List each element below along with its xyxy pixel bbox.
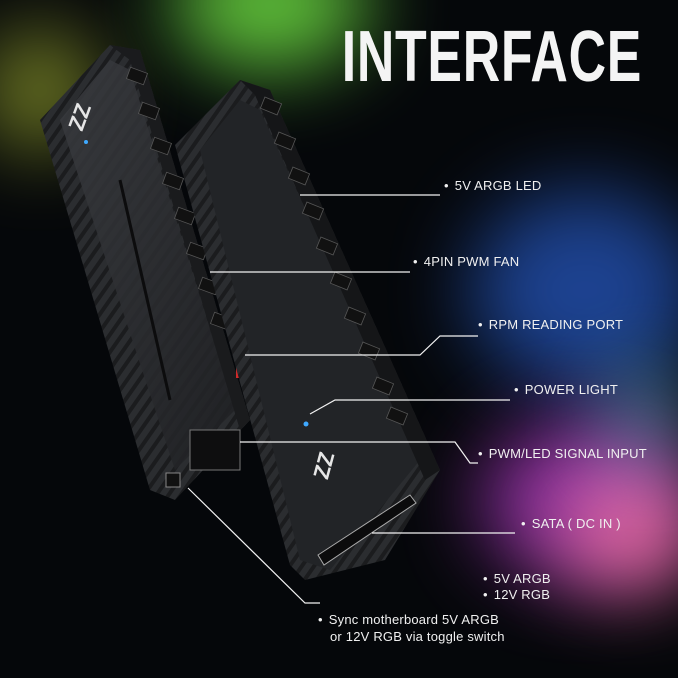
label-text: POWER LIGHT <box>524 382 618 397</box>
label-text: 5V ARGB LED <box>454 178 542 193</box>
bullet-icon: • <box>318 612 323 627</box>
toggle-switch <box>165 472 181 488</box>
bullet-icon: • <box>521 516 526 531</box>
power-light-back <box>84 140 88 144</box>
fan-hub-front: ZZ <box>175 80 440 580</box>
label-text: PWM/LED SIGNAL INPUT <box>488 446 647 461</box>
bullet-icon: • <box>444 178 449 193</box>
power-light-front <box>303 421 309 427</box>
label-text: SATA ( DC IN ) <box>531 516 621 531</box>
label-sync: • Sync motherboard 5V ARGB or 12V RGB via… <box>318 611 505 645</box>
label-text: 5V ARGB <box>493 571 551 586</box>
fan-ports-front <box>259 96 409 426</box>
bullet-icon: • <box>483 571 488 586</box>
label-text-line2: or 12V RGB via toggle switch <box>330 629 505 644</box>
fan-hub-back: ZZ <box>40 45 250 500</box>
label-text: 12V RGB <box>493 587 551 602</box>
sata-connector <box>317 494 417 566</box>
bullet-icon: • <box>514 382 519 397</box>
label-5v-argb: • 5V ARGB <box>483 571 551 586</box>
label-12v-rgb: • 12V RGB <box>483 587 550 602</box>
bullet-icon: • <box>413 254 418 269</box>
label-argb-led: • 5V ARGB LED <box>444 178 542 193</box>
callout-lines <box>187 194 515 604</box>
label-sata: • SATA ( DC IN ) <box>521 516 621 531</box>
signal-input-port <box>189 429 241 471</box>
label-text: RPM READING PORT <box>488 317 624 332</box>
label-rpm-port: • RPM READING PORT <box>478 317 623 332</box>
bullet-icon: • <box>483 587 488 602</box>
label-signal-input: • PWM/LED SIGNAL INPUT <box>478 446 647 461</box>
argb-led-ports-back <box>125 66 233 331</box>
bullet-icon: • <box>478 317 483 332</box>
bullet-icon: • <box>478 446 483 461</box>
label-text: 4PIN PWM FAN <box>423 254 520 269</box>
label-text: Sync motherboard 5V ARGB <box>328 612 500 627</box>
label-power-light: • POWER LIGHT <box>514 382 618 397</box>
page-title: INTERFACE <box>341 17 642 97</box>
label-pwm-fan: • 4PIN PWM FAN <box>413 254 519 269</box>
